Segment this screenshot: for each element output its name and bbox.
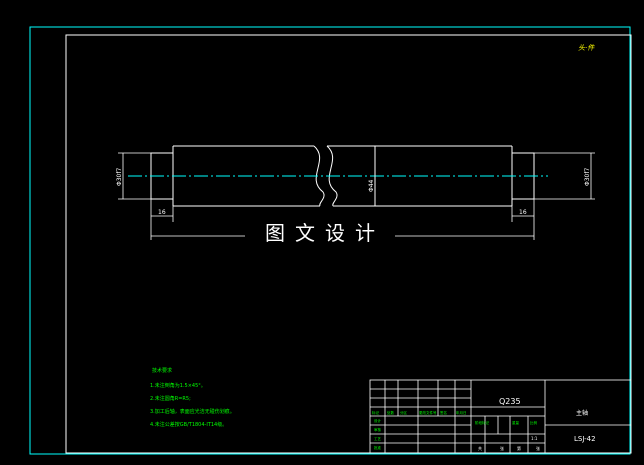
stage-label: 阶段标记 (475, 420, 489, 425)
part-name-label: 主轴 (576, 409, 588, 417)
stage-label: 重量 (512, 420, 520, 425)
scale-value: 1:1 (531, 436, 538, 441)
revision-label: 标记 (372, 410, 380, 415)
body-diameter-label: Φ44 (368, 179, 375, 192)
outer-frame (29, 26, 631, 455)
role-label: 设计 (374, 418, 382, 423)
sheet-label: 张 (500, 445, 504, 451)
inner-frame (65, 34, 632, 454)
tech-item: 3.加工后轴，表面应光洁无碰伤划痕。 (150, 408, 235, 415)
watermark-box: 图文设计 (245, 213, 395, 249)
title-block-text: Q235 主轴 LSJ-42 标记 处数 分区 更改文件号 签名 年月日 阶段标… (372, 397, 596, 451)
revision-label: 签名 (440, 410, 447, 415)
corner-stamp: 头·件 (578, 44, 595, 52)
role-label: 工艺 (374, 436, 382, 441)
tech-item: 1.未注倒角为1.5×45°。 (150, 382, 206, 389)
stage-label: 比例 (530, 420, 538, 425)
right-step-label: 16 (519, 209, 527, 216)
tech-item: 4.未注公差按GB/T1804-IT14级。 (150, 421, 227, 428)
sheet-label: 共 (478, 445, 482, 451)
watermark-text: 图文设计 (265, 220, 385, 245)
break-line-left (313, 145, 325, 207)
tech-item: 2.未注圆角R=R5; (150, 395, 191, 402)
tech-requirements: 技术要求 1.未注倒角为1.5×45°。 2.未注圆角R=R5; 3.加工后轴，… (150, 367, 235, 428)
role-label: 审核 (374, 427, 382, 432)
sheet-label: 第 (517, 445, 521, 451)
revision-label: 处数 (387, 410, 395, 415)
revision-label: 年月日 (456, 410, 467, 415)
role-label: 批准 (374, 445, 382, 450)
revision-label: 分区 (400, 410, 408, 415)
revision-label: 更改文件号 (419, 410, 437, 415)
break-line-right (326, 145, 338, 207)
tech-title: 技术要求 (152, 367, 172, 374)
sheet-label: 张 (536, 445, 540, 451)
right-diameter-label: Φ30f7 (584, 168, 591, 186)
body-right (327, 145, 513, 207)
left-diameter-label: Φ30f7 (116, 168, 123, 186)
title-block (369, 379, 632, 454)
left-step-label: 16 (158, 209, 166, 216)
material-label: Q235 (499, 397, 521, 406)
drawing-number-label: LSJ-42 (574, 435, 596, 443)
